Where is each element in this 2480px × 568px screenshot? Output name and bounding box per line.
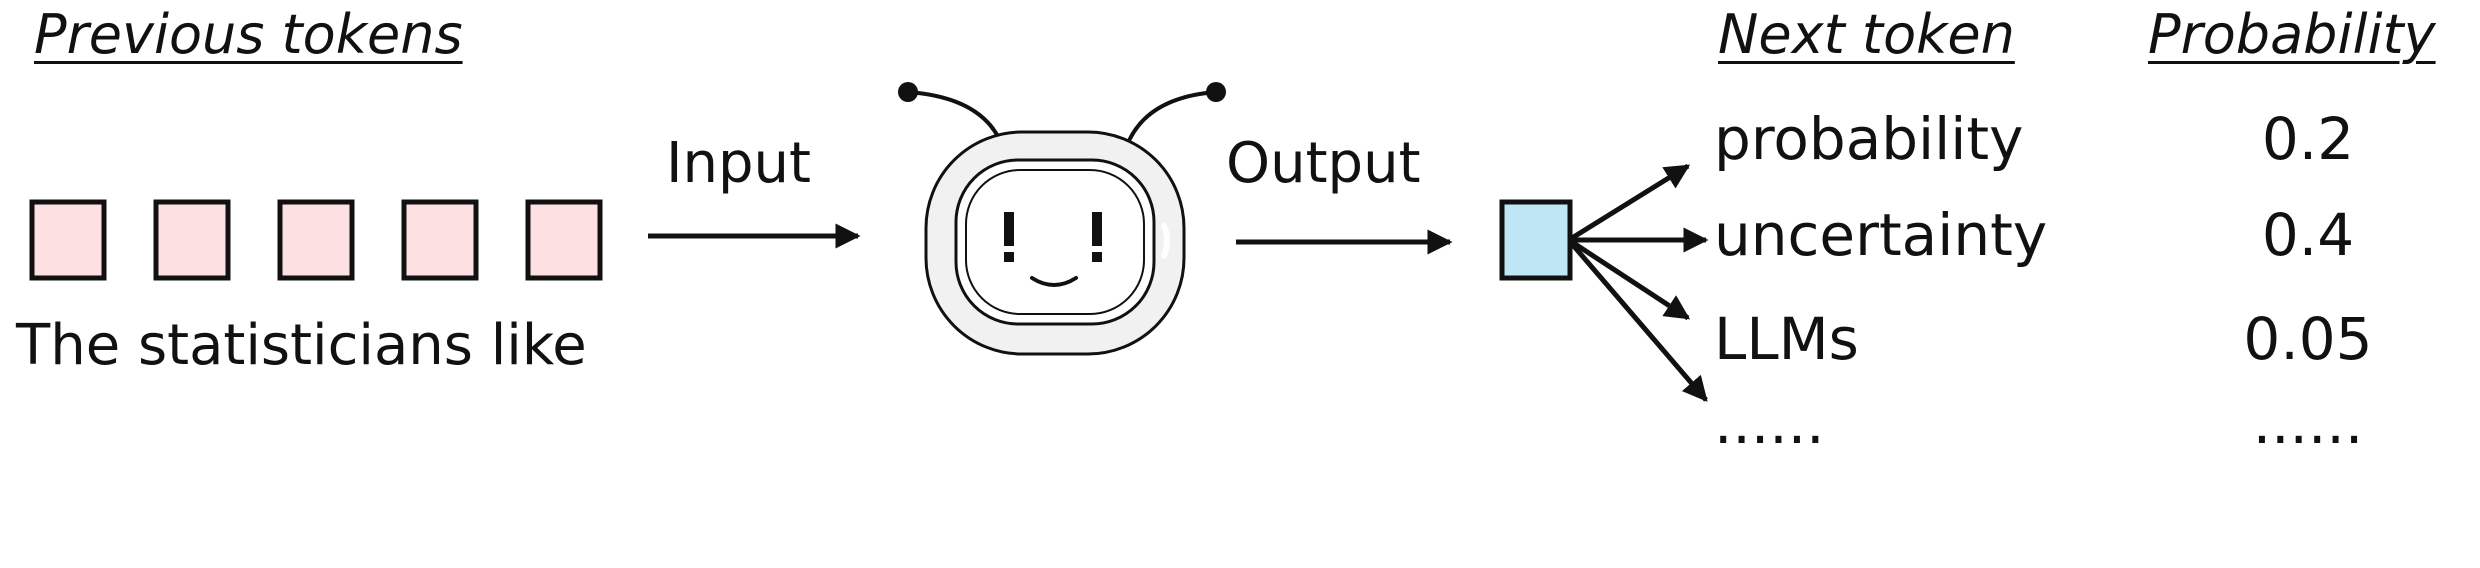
token-box-1 [29, 199, 107, 281]
next-token-1: probability [1714, 105, 2024, 173]
next-token-2: uncertainty [1714, 201, 2048, 269]
token-box-2 [153, 199, 231, 281]
token-box-4 [401, 199, 479, 281]
input-label: Input [666, 131, 812, 196]
probability-1: 0.2 [2261, 105, 2355, 173]
probability-4: ...... [2252, 389, 2364, 457]
arrow-to-token-1 [1570, 163, 1691, 241]
output-label: Output [1226, 131, 1421, 196]
next-token-header: Next token [1718, 3, 2015, 66]
token-box-3 [277, 199, 355, 281]
token-box-5 [525, 199, 603, 281]
probability-3: 0.05 [2243, 305, 2373, 373]
next-token-arrows [1570, 163, 1709, 402]
probability-2: 0.4 [2261, 201, 2355, 269]
probability-header: Probability [2148, 3, 2436, 66]
output-token-box [1499, 199, 1573, 281]
next-token-4: ...... [1714, 389, 1825, 457]
next-token-3: LLMs [1714, 305, 1859, 373]
input-sentence: The statisticians like [16, 313, 587, 378]
arrow-to-token-3 [1570, 239, 1691, 321]
previous-tokens-header: Previous tokens [34, 3, 463, 66]
arrow-to-token-4 [1570, 242, 1708, 402]
robot-head-icon [898, 82, 1226, 356]
previous-token-boxes [29, 199, 603, 281]
